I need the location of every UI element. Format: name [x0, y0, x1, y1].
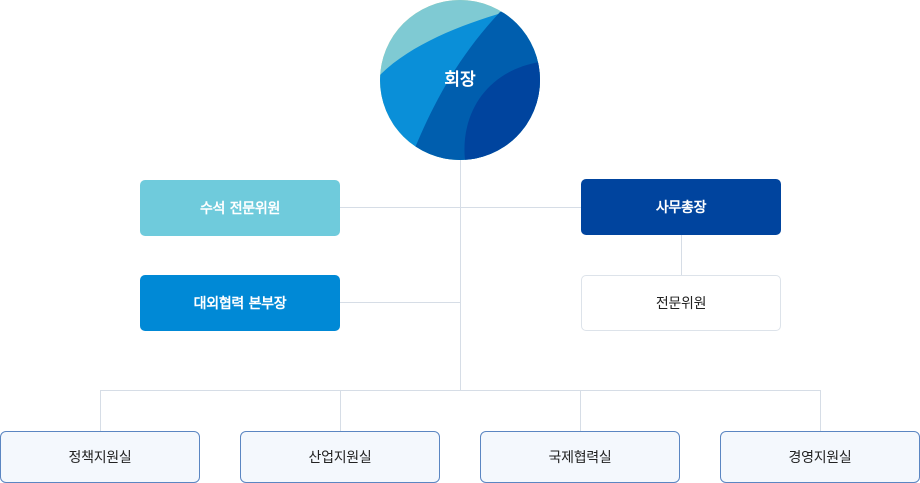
dept-international-cooperation[interactable]: 국제협력실: [480, 431, 680, 483]
external-affairs-label: 대외협력 본부장: [193, 296, 287, 312]
connector-row1: [340, 207, 581, 208]
connector-dept-1: [100, 390, 101, 431]
connector-trunk: [460, 158, 461, 390]
connector-dept-4: [820, 390, 821, 431]
chairman-node[interactable]: [380, 0, 540, 160]
external-affairs-node[interactable]: 대외협력 본부장: [140, 275, 340, 331]
connector-row2: [340, 302, 460, 303]
secretary-general-label: 사무총장: [655, 200, 707, 216]
senior-advisor-label: 수석 전문위원: [199, 201, 281, 217]
senior-advisor-node[interactable]: 수석 전문위원: [140, 180, 340, 236]
connector-bottom-bar: [100, 390, 821, 391]
dept-label: 국제협력실: [548, 450, 612, 466]
secretary-general-node[interactable]: 사무총장: [581, 179, 781, 235]
connector-secgen-expert: [681, 235, 682, 275]
expert-committee-node[interactable]: 전문위원: [581, 275, 781, 331]
dept-label: 산업지원실: [308, 450, 372, 466]
connector-dept-2: [340, 390, 341, 431]
dept-management-support[interactable]: 경영지원실: [720, 431, 920, 483]
dept-label: 정책지원실: [68, 450, 132, 466]
expert-committee-label: 전문위원: [655, 296, 707, 312]
connector-dept-3: [580, 390, 581, 431]
chairman-label: 회장: [444, 70, 476, 90]
dept-label: 경영지원실: [788, 450, 852, 466]
dept-policy-support[interactable]: 정책지원실: [0, 431, 200, 483]
dept-industry-support[interactable]: 산업지원실: [240, 431, 440, 483]
